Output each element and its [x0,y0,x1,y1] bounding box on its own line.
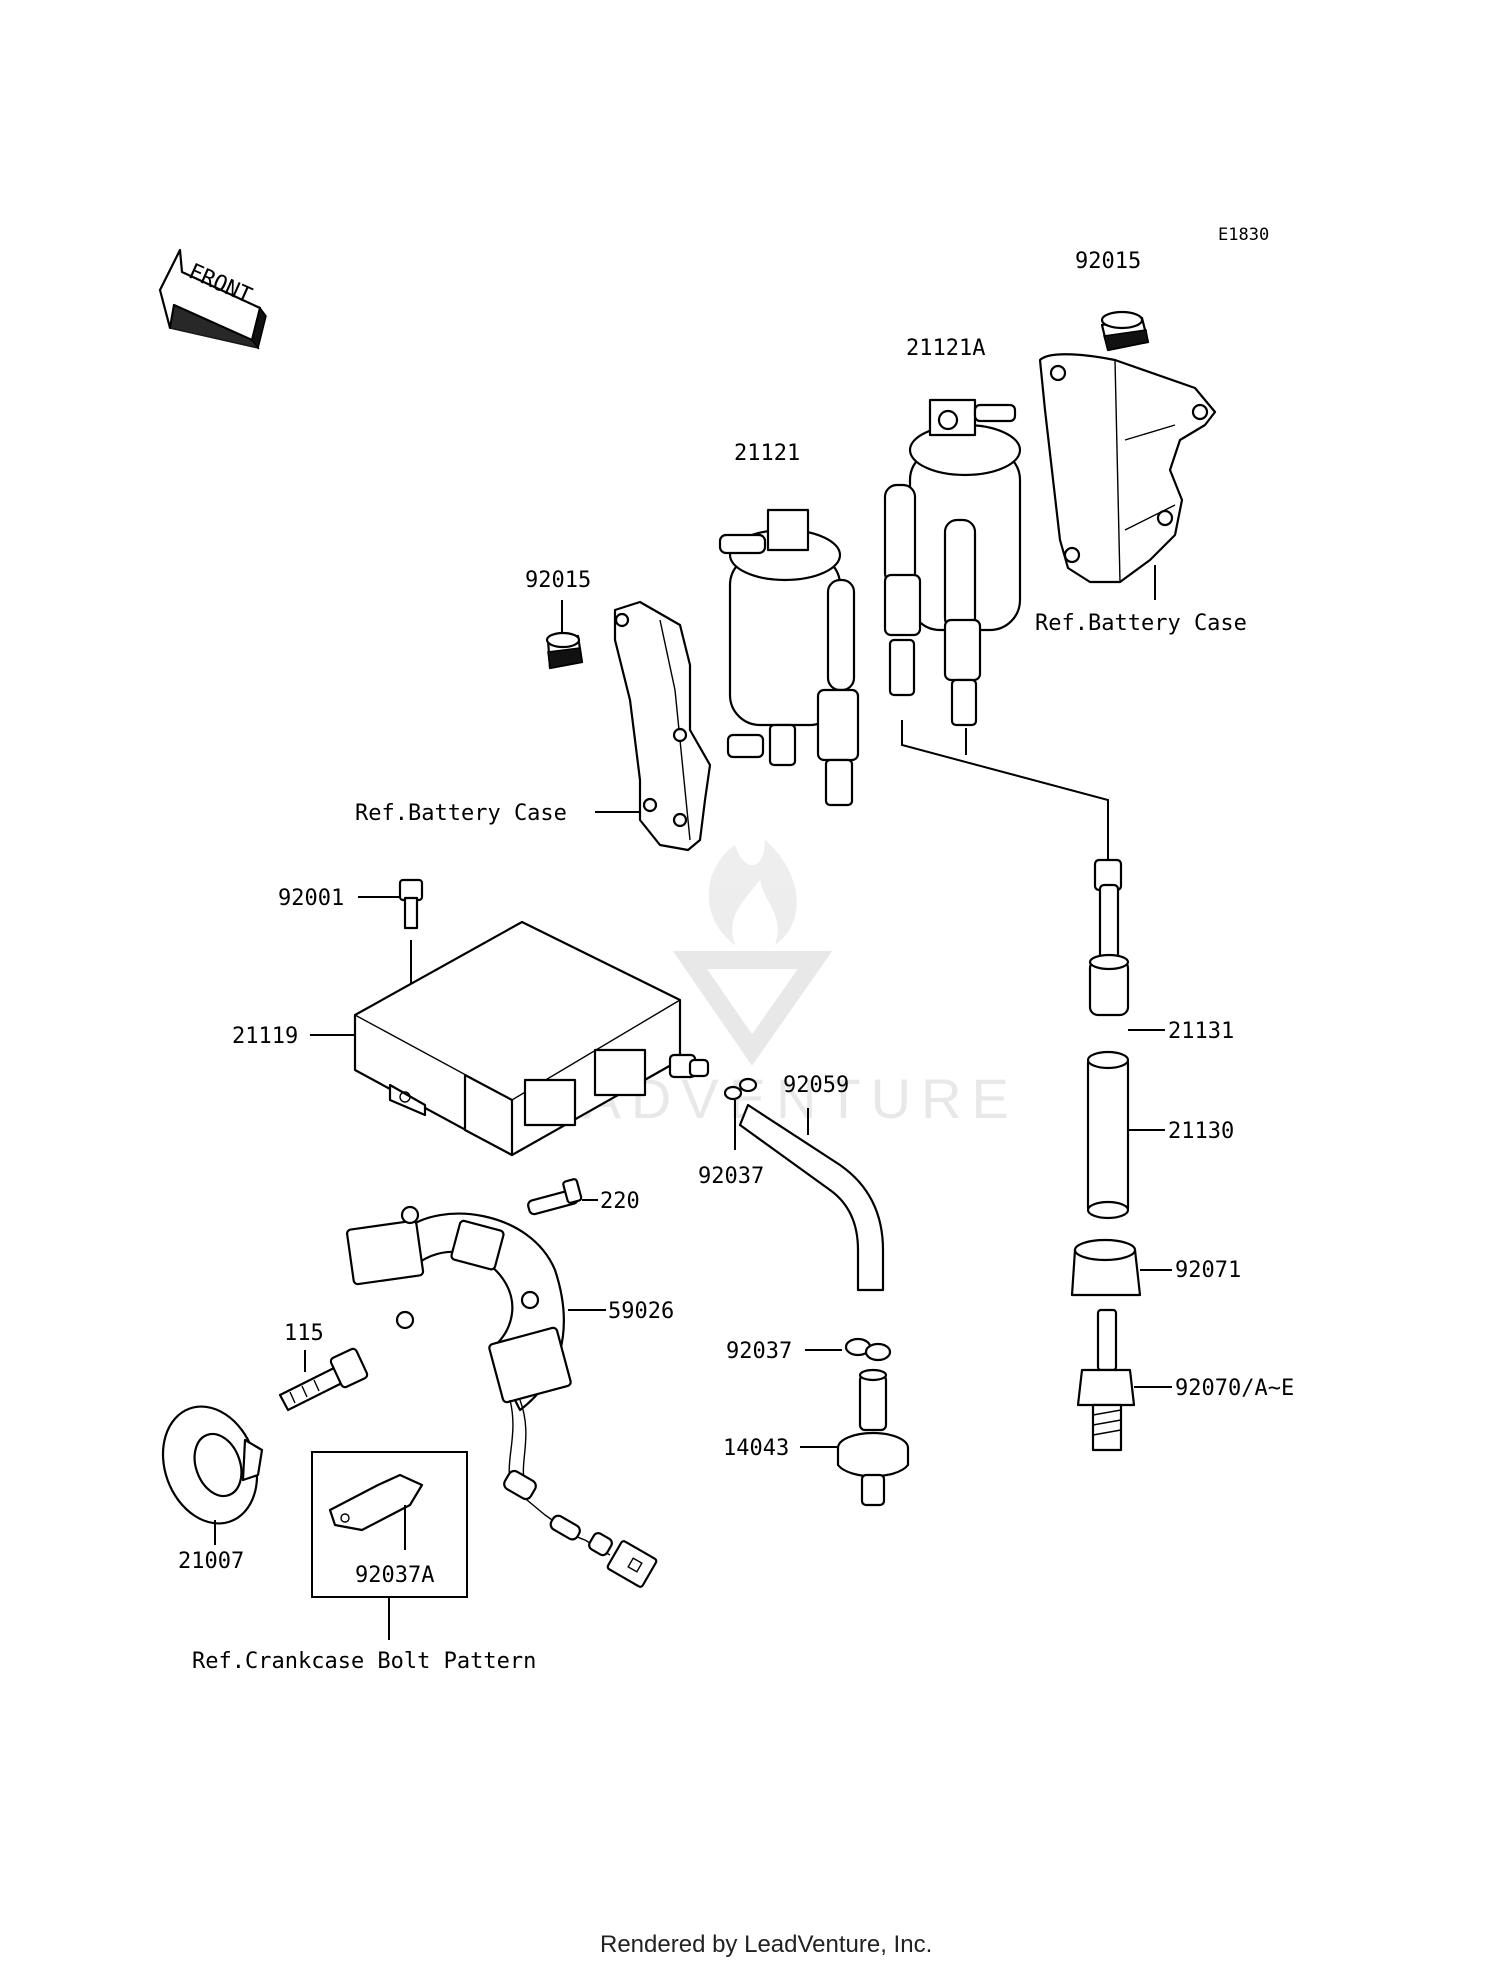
nut-92015-top [1100,310,1150,352]
bolt-220 [527,1178,583,1216]
ignitor-unit-21119 [353,920,710,1157]
label-92037-upper: 92037 [698,1164,764,1189]
footer-credit: Rendered by LeadVenture, Inc. [600,1931,932,1958]
battery-case-bracket-left [613,600,712,852]
rotor-21007 [161,1405,264,1525]
label-92001: 92001 [278,886,344,911]
label-21121: 21121 [734,441,800,466]
label-14043: 14043 [723,1436,789,1461]
ref-battery-case-left: Ref.Battery Case [355,801,567,826]
bolt-92001 [398,878,424,930]
label-21121A: 21121A [906,336,985,361]
clamp-92037-lower [844,1337,892,1362]
label-21130: 21130 [1168,1119,1234,1144]
hose-92059 [738,1103,885,1292]
label-92071: 92071 [1175,1258,1241,1283]
ignition-coil-21121 [718,508,860,807]
ignition-coil-21121A [883,398,1022,727]
ref-crankcase-bolt-pattern: Ref.Crankcase Bolt Pattern [192,1649,536,1674]
label-92059: 92059 [783,1073,849,1098]
label-92015-left: 92015 [525,568,591,593]
plug-lead-21131-assembly [1088,858,1130,1017]
plug-cap-seal-92071 [1070,1238,1142,1297]
label-21007: 21007 [178,1549,244,1574]
label-220: 220 [600,1189,640,1214]
battery-case-bracket-right [1038,353,1217,584]
plug-cap-21130 [1086,1050,1130,1220]
label-21131: 21131 [1168,1019,1234,1044]
label-21119: 21119 [232,1024,298,1049]
ref-battery-case-right: Ref.Battery Case [1035,611,1247,636]
bolt-115 [278,1347,369,1412]
front-arrow-icon: FRONT [158,248,267,350]
label-92015-top: 92015 [1075,249,1141,274]
pulser-coil-plate-59026 [346,1205,658,1588]
spark-plug-92070 [1076,1308,1136,1452]
label-92037A: 92037A [355,1563,434,1588]
diagram-code: E1830 [1218,225,1269,245]
label-59026: 59026 [608,1299,674,1324]
nut-92015-left [545,631,584,670]
clamp-92037A [328,1473,424,1532]
clamp-92037-upper [723,1077,758,1101]
label-92070: 92070/A~E [1175,1376,1294,1401]
fuel-filter-14043 [836,1368,910,1507]
label-115: 115 [284,1321,324,1346]
label-92037-lower: 92037 [726,1339,792,1364]
